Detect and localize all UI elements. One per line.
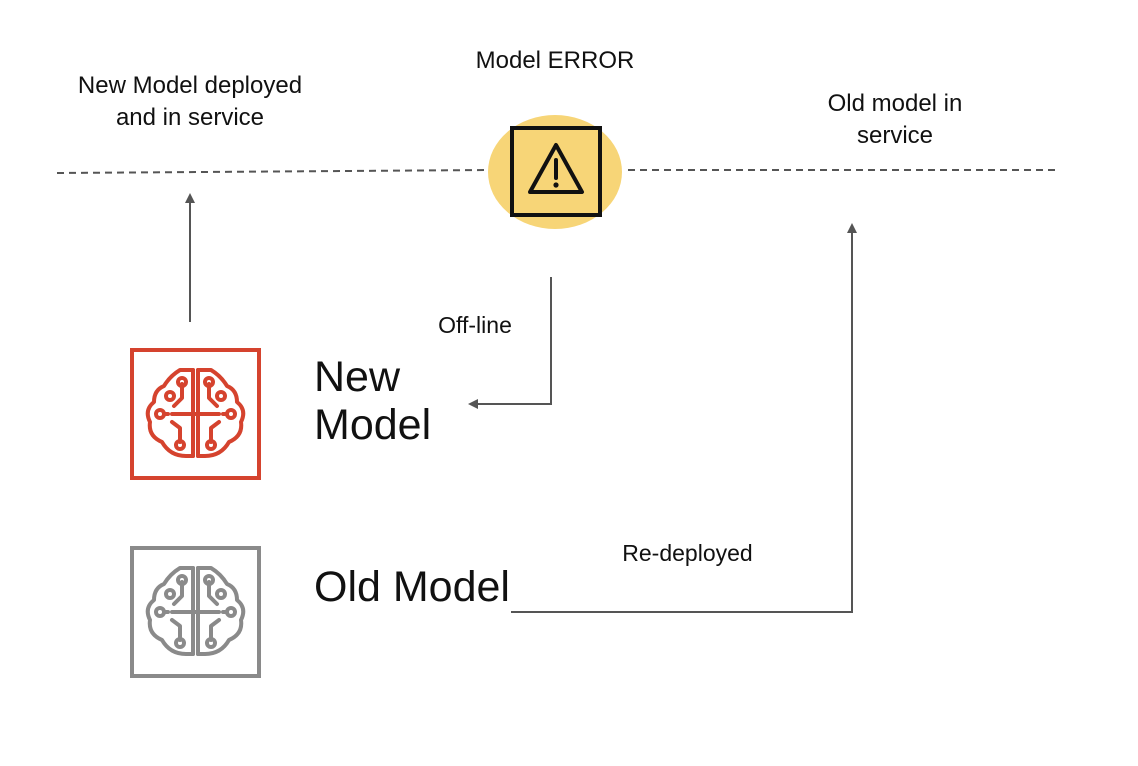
old-model-brain-icon [130,546,261,678]
redeploy-arrow [511,223,857,613]
off-line-label: Off-line [438,312,512,338]
model-error-label: Model ERROR [475,47,635,74]
re-deployed-label: Re-deployed [622,540,753,566]
new-model-brain-icon [130,348,261,480]
new-model-label: New Model [314,353,432,449]
old-model-label: Old Model [314,563,510,611]
old-model-in-service-label: Old model in service [827,90,963,149]
warning-icon [488,115,622,229]
offline-arrow [468,277,552,409]
service-timeline-left [56,169,488,174]
new-model-in-service-label: New Model deployed and in service [77,72,303,131]
